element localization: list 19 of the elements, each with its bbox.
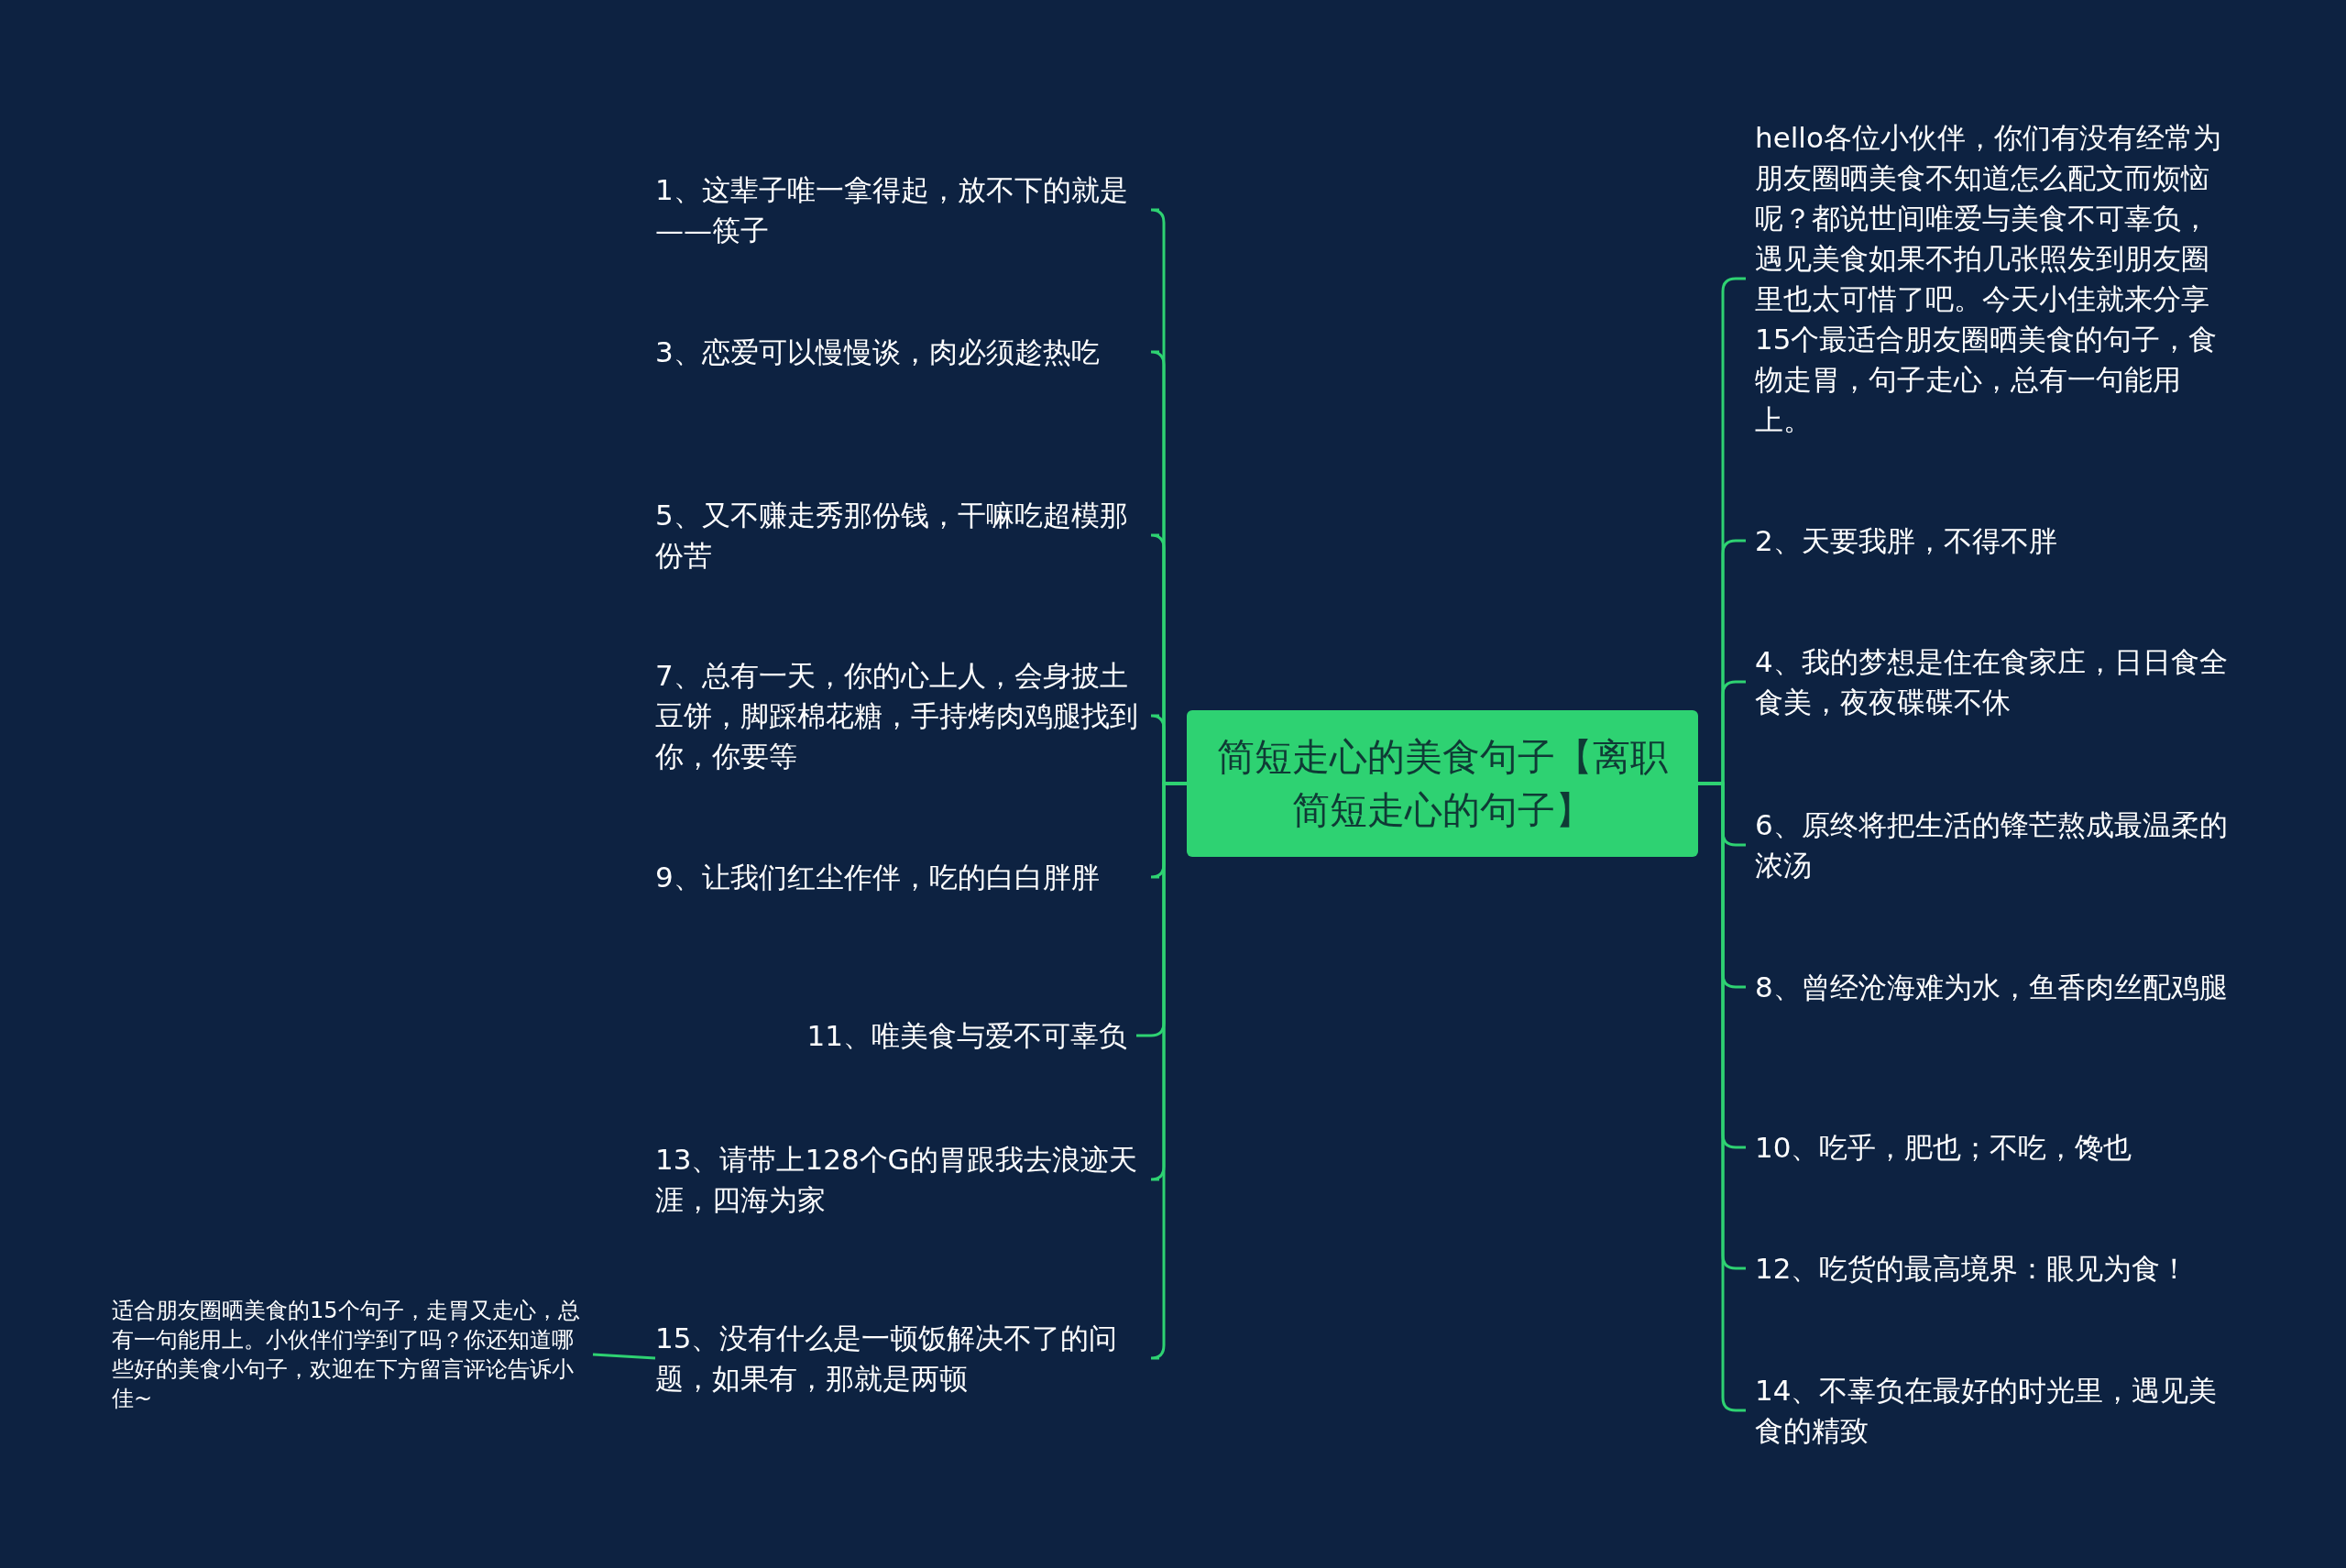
branch-text: 13、请带上128个G的胃跟我去浪迹天涯，四海为家 xyxy=(655,1139,1150,1220)
branch-text: 7、总有一天，你的心上人，会身披土豆饼，脚踩棉花糖，手持烤肉鸡腿找到你，你要等 xyxy=(655,655,1150,776)
branch-text: 6、原终将把生活的锋芒熬成最温柔的浓汤 xyxy=(1755,805,2231,885)
branch-text: 8、曾经沧海难为水，鱼香肉丝配鸡腿 xyxy=(1755,967,2231,1007)
branch-text: 4、我的梦想是住在食家庄，日日食全食美，夜夜碟碟不休 xyxy=(1755,641,2231,722)
branch-text: 14、不辜负在最好的时光里，遇见美食的精致 xyxy=(1755,1370,2231,1451)
connector-line xyxy=(592,1353,656,1360)
branch-text: 5、又不赚走秀那份钱，干嘛吃超模那份苦 xyxy=(655,495,1150,576)
branch-text: 11、唯美食与爱不可辜负 xyxy=(655,1015,1127,1056)
branch-text: 3、恋爱可以慢慢谈，肉必须趁热吃 xyxy=(655,332,1150,372)
branch-text: 2、天要我胖，不得不胖 xyxy=(1755,521,2231,561)
branch-text: 10、吃乎，肥也；不吃，馋也 xyxy=(1755,1127,2231,1168)
branch-text: 15、没有什么是一顿饭解决不了的问题，如果有，那就是两顿 xyxy=(655,1318,1150,1398)
branch-text: 12、吃货的最高境界：眼见为食！ xyxy=(1755,1248,2231,1288)
topic-box: 简短走心的美食句子【离职简短走心的句子】 xyxy=(1187,710,1698,857)
branch-text: hello各位小伙伴，你们有没有经常为朋友圈晒美食不知道怎么配文而烦恼呢？都说世间唯爱与美食不可辜负，遇见美食如果不拍几张照发到朋友圈里也太可惜了吧。今天小佳就来分享15个最适合朋友圈晒美食的句子，食物走胃，句子走心，总有一句能用上。 xyxy=(1755,117,2231,440)
branch-text: 9、让我们红尘作伴，吃的白白胖胖 xyxy=(655,857,1150,897)
note-text: 适合朋友圈晒美食的15个句子，走胃又走心，总有一句能用上。小伙伴们学到了吗？你还知道哪些好的美食小句子，欢迎在下方留言评论告诉小佳~ xyxy=(112,1296,593,1413)
branch-text: 1、这辈子唯一拿得起，放不下的就是——筷子 xyxy=(655,170,1150,250)
